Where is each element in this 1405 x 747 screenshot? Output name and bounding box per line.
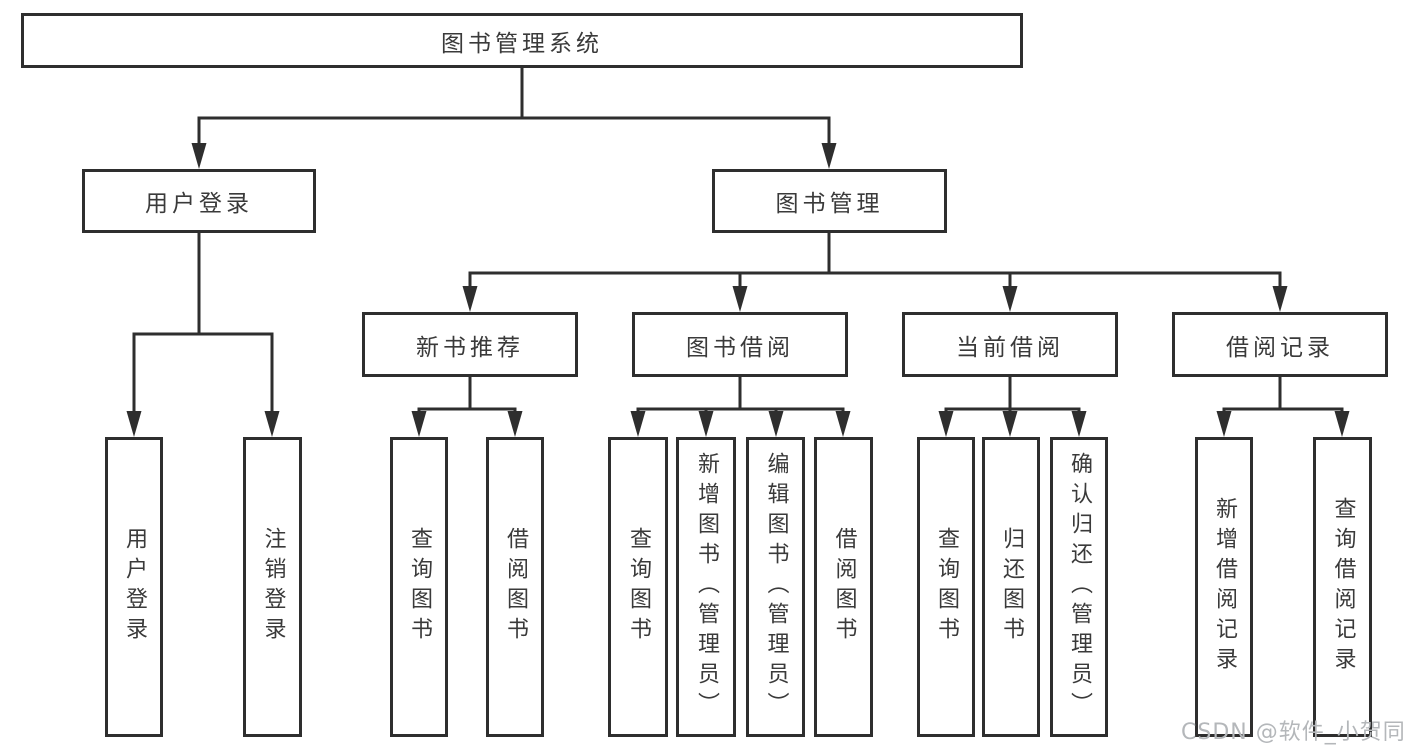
node-new-book-recommend: 新书推荐 <box>362 312 578 377</box>
leaf-edit-book-admin: 编辑图书（管理员） <box>746 437 805 737</box>
leaf-label: 查询图书 <box>934 527 959 647</box>
leaf-label: 借阅图书 <box>503 527 528 647</box>
leaf-add-borrow-record: 新增借阅记录 <box>1195 437 1253 737</box>
leaf-borrow-books-recommend: 借阅图书 <box>486 437 544 737</box>
leaf-label: 新增借阅记录 <box>1212 497 1237 677</box>
leaf-query-books-current: 查询图书 <box>917 437 975 737</box>
node-borrow-records: 借阅记录 <box>1172 312 1388 377</box>
csdn-watermark: CSDN @软件_小贺同学 <box>1181 720 1405 745</box>
leaf-return-book: 归还图书 <box>982 437 1040 737</box>
node-book-management: 图书管理 <box>712 169 947 233</box>
leaf-label: 注销登录 <box>260 527 286 647</box>
leaf-label: 借阅图书 <box>831 527 857 647</box>
leaf-label: 查询图书 <box>626 527 651 647</box>
leaf-borrow-books-borrowing: 借阅图书 <box>814 437 873 737</box>
leaf-logout: 注销登录 <box>243 437 302 737</box>
node-book-borrowing: 图书借阅 <box>632 312 848 377</box>
leaf-label: 归还图书 <box>999 527 1024 647</box>
leaf-confirm-return-admin: 确认归还（管理员） <box>1050 437 1108 737</box>
leaf-add-book-admin: 新增图书（管理员） <box>676 437 736 737</box>
leaf-label: 查询图书 <box>407 527 432 647</box>
leaf-label: 确认归还（管理员） <box>1067 452 1092 722</box>
leaf-label: 用户登录 <box>122 527 147 647</box>
node-user-login: 用户登录 <box>82 169 316 233</box>
leaf-label: 编辑图书（管理员） <box>763 452 789 722</box>
leaf-label: 查询借阅记录 <box>1330 497 1356 677</box>
leaf-label: 新增图书（管理员） <box>694 452 719 722</box>
leaf-query-borrow-record: 查询借阅记录 <box>1313 437 1372 737</box>
node-book-management-system: 图书管理系统 <box>21 13 1023 68</box>
leaf-query-books-borrowing: 查询图书 <box>608 437 668 737</box>
node-current-borrowing: 当前借阅 <box>902 312 1118 377</box>
leaf-user-login: 用户登录 <box>105 437 163 737</box>
leaf-query-books-recommend: 查询图书 <box>390 437 448 737</box>
